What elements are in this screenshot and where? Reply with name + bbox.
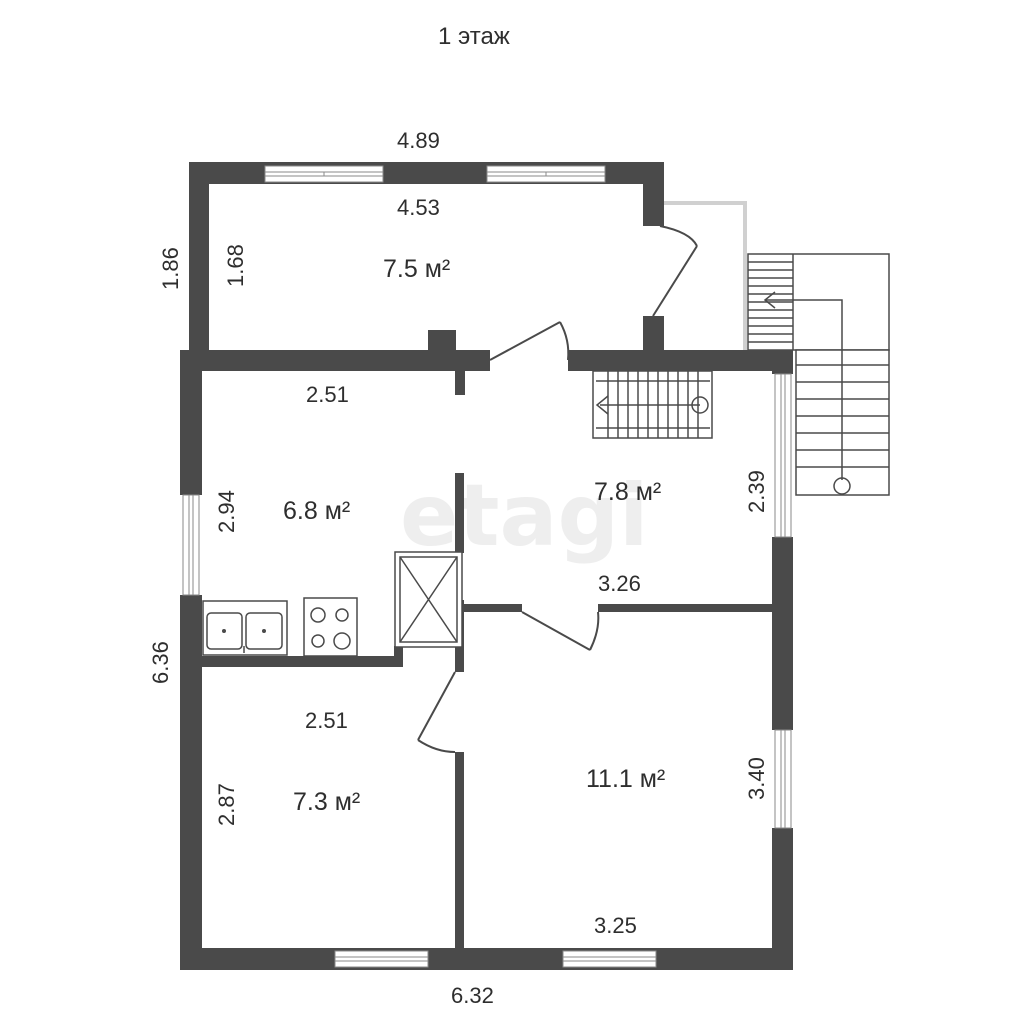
area-kitchen: 6.8 м² [283, 497, 350, 525]
watermark: etagi [400, 466, 649, 566]
door-veranda-hall [489, 321, 570, 361]
dim-total-height: 6.36 [148, 641, 173, 684]
wall-bottom [180, 948, 793, 970]
dim-top-inner-width: 4.53 [397, 195, 440, 220]
dim-small-room-width: 2.51 [305, 708, 348, 733]
dim-total-width: 6.32 [451, 983, 494, 1008]
wall-outer-left-upper [180, 350, 202, 495]
floor-title: 1 этаж [438, 23, 510, 50]
dim-kitchen-height: 2.94 [214, 490, 239, 533]
window-top-right [486, 165, 606, 183]
area-small-room: 7.3 м² [293, 788, 360, 816]
dim-top-outer-width: 4.89 [397, 128, 440, 153]
wall-kitchen-bottom-right [394, 646, 403, 667]
door-entrance [652, 225, 698, 317]
dim-big-room-height: 3.40 [744, 757, 769, 800]
wall-outer-left-lower [180, 595, 202, 970]
wall-hall-bottom-left [464, 604, 522, 612]
dim-small-room-height: 2.87 [214, 783, 239, 826]
dim-top-inner-height: 1.68 [223, 244, 248, 287]
wall-kitchen-bottom [202, 656, 402, 667]
area-veranda: 7.5 м² [383, 255, 450, 283]
wall-top-room-right-upper [643, 162, 664, 226]
stair-landing-treads [748, 261, 793, 343]
window-left [182, 494, 200, 596]
interior-stairs [592, 370, 713, 439]
dim-hall-height: 2.39 [744, 470, 769, 513]
area-big-room: 11.1 м² [586, 765, 665, 793]
wall-middle-right [568, 350, 793, 371]
wall-middle-left [180, 350, 490, 371]
window-bottom-right [562, 950, 657, 968]
wall-interior-vertical-upper [455, 473, 464, 553]
doors [417, 225, 698, 753]
windows [182, 165, 792, 968]
window-right-upper [774, 373, 792, 538]
walls [180, 162, 793, 970]
area-hall: 7.8 м² [594, 478, 661, 506]
dim-top-outer-height: 1.86 [158, 247, 183, 290]
window-top-left [264, 165, 384, 183]
exterior-stairs [747, 253, 890, 496]
dim-hall-width: 3.26 [598, 571, 641, 596]
stove [303, 597, 358, 657]
wall-interior-vertical-lower [455, 752, 464, 948]
chimney-shaft [394, 551, 463, 648]
door-hall-big-room [521, 611, 600, 651]
wall-stub [455, 371, 465, 395]
wall-top-room-left [189, 162, 209, 370]
wall-outer-right-upper [772, 350, 793, 374]
dim-big-room-width: 3.25 [594, 913, 637, 938]
dim-kitchen-width: 2.51 [306, 382, 349, 407]
window-bottom-left [334, 950, 429, 968]
porch [664, 201, 747, 350]
dimensions: 4.89 4.53 1.86 1.68 2.51 2.94 2.39 3.26 … [148, 128, 769, 1008]
wall-hall-bottom-right [598, 604, 772, 612]
door-small-room [417, 671, 456, 753]
wall-outer-right-lower [772, 828, 793, 970]
room-areas: 7.5 м² 6.8 м² 7.8 м² 7.3 м² 11.1 м² [283, 255, 665, 816]
wall-outer-right-mid [772, 537, 793, 730]
stair-direction-arrow [765, 299, 843, 480]
kitchen-sink [202, 600, 288, 656]
window-right-lower [774, 729, 792, 829]
